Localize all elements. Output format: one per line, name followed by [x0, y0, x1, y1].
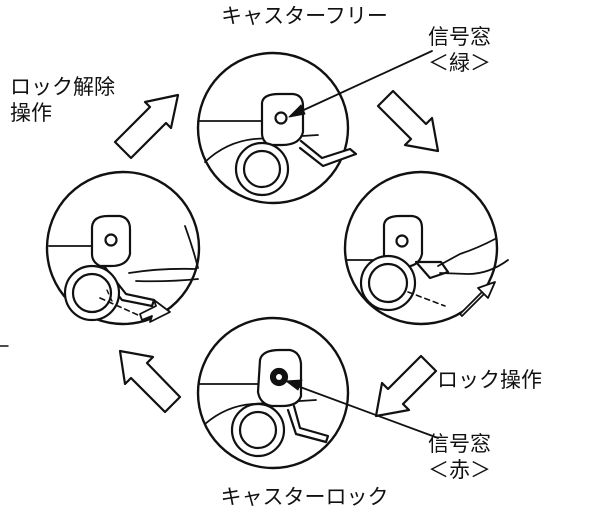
signal-red-text-line1: 信号窓 [428, 432, 491, 456]
cycle-arrow-unlock-icon [113, 93, 180, 160]
signal-red-text-line2: ＜赤＞ [428, 458, 491, 482]
signal-window-red-pointer [285, 379, 439, 439]
state-caster-lock-illustration [196, 316, 350, 470]
caster-free-text: キャスターフリー [221, 4, 388, 28]
state-locking-illustration [343, 170, 509, 326]
label-caster-lock: キャスターロック [0, 484, 609, 510]
cycle-arrow-lock-icon [374, 354, 438, 418]
lock-operation-text: ロック操作 [437, 368, 542, 392]
state-unlocking-illustration [0, 170, 201, 347]
cycle-arrow-to-lock-icon [376, 89, 440, 153]
unlock-text-line2: 操作 [10, 101, 52, 125]
state-caster-free-illustration [196, 51, 358, 205]
label-signal-window-green: 信号窓 ＜緑＞ [428, 24, 491, 76]
signal-window-green-pointer [288, 50, 433, 118]
signal-green-text-line2: ＜緑＞ [428, 51, 491, 75]
label-unlock-operation: ロック解除 操作 [10, 74, 115, 126]
cycle-arrow-to-free-icon [118, 349, 182, 414]
signal-green-text-line1: 信号窓 [428, 25, 491, 49]
label-signal-window-red: 信号窓 ＜赤＞ [428, 431, 491, 483]
caster-lock-text: キャスターロック [220, 485, 389, 509]
unlock-text-line1: ロック解除 [10, 75, 115, 99]
label-caster-free: キャスターフリー [0, 3, 609, 29]
label-lock-operation: ロック操作 [437, 367, 542, 393]
